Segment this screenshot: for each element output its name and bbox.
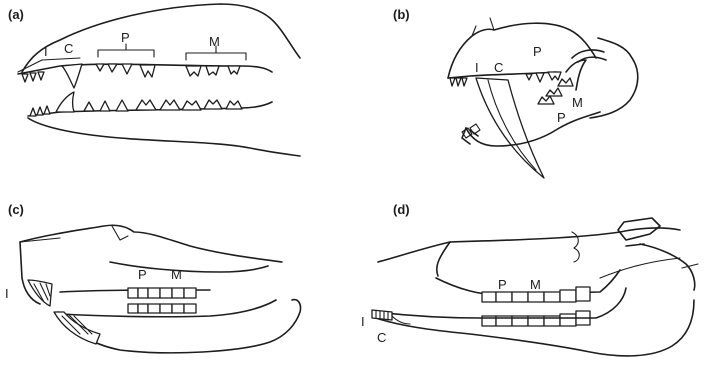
panel-b-molar — [558, 78, 573, 86]
panel-c-lower-molar — [148, 304, 160, 313]
panel-a-upper-premolar — [108, 64, 117, 72]
panel-b-label: (b) — [393, 7, 410, 22]
panel-c-upper-molar — [160, 288, 172, 298]
panel-a-lower-premolar — [136, 100, 156, 110]
panel-d-upper-molar — [544, 292, 560, 302]
panel-b-upper-carnassial — [548, 72, 561, 80]
panel-d-upper-premolar — [512, 292, 528, 302]
panel-c-upper-teeth — [128, 288, 196, 298]
panel-b-lower-premolar-label: P — [557, 110, 566, 125]
panel-d-label: (d) — [393, 202, 410, 217]
panel-d: (d) — [361, 202, 698, 356]
panel-a-lower-incisor — [44, 106, 50, 114]
panel-c-incisor-label: I — [5, 286, 9, 301]
panel-d-upper-molar — [560, 290, 576, 302]
panel-b-molar — [546, 88, 562, 96]
panel-a-lower-premolar — [84, 102, 94, 111]
panel-a-lower-premolar — [116, 100, 128, 111]
panel-b-cranium-outline — [448, 23, 596, 78]
panel-a-lower-molar — [204, 100, 222, 109]
panel-a-mandible-outline — [28, 118, 300, 156]
panel-a-upper-premolar — [96, 64, 104, 71]
panel-b-zygomatic-arch — [572, 50, 606, 62]
panel-c-lower-incisor — [54, 312, 100, 344]
panel-c-upper-molar — [148, 288, 160, 298]
panel-a: (a) — [8, 4, 300, 156]
panel-d-incisors — [372, 310, 392, 320]
panel-a-upper-molar — [228, 66, 240, 74]
panel-b-lower-teeth — [538, 78, 573, 104]
panel-b-upper-incisor — [450, 78, 455, 86]
panel-c: (c) — [5, 202, 301, 353]
panel-d-molar-label: M — [530, 277, 541, 292]
panel-d-orbit — [618, 218, 660, 246]
panel-c-upper-premolar — [138, 288, 148, 298]
panel-a-molar-label: M — [209, 34, 220, 49]
panel-a-premolar-label: P — [121, 30, 130, 45]
panel-a-lower-molar — [160, 100, 180, 110]
panel-a-lower-premolar — [100, 101, 110, 111]
panel-c-lower-teeth — [128, 304, 196, 313]
panel-a-label: (a) — [8, 7, 24, 22]
panel-a-canine-label: C — [64, 41, 73, 56]
panel-c-lower-molar — [160, 304, 172, 313]
panel-c-lower-premolar — [128, 304, 138, 313]
panel-c-zygomatic-arch — [110, 262, 268, 272]
panel-c-nasal-line — [20, 226, 128, 242]
panel-a-upper-premolar — [122, 64, 132, 74]
panel-a-upper-molar — [186, 66, 201, 76]
panel-d-nasal-outline — [378, 242, 450, 276]
panel-c-lower-premolar — [138, 304, 148, 313]
panel-a-cranium-outline — [22, 4, 300, 72]
panel-d-upper-premolar — [496, 292, 512, 302]
panel-c-cranium-outline — [20, 225, 282, 262]
panel-b-canine-label: C — [494, 60, 503, 75]
panel-c-premolar-label: P — [138, 267, 147, 282]
panel-a-lower-teeth — [30, 92, 242, 116]
panel-a-lower-canine — [56, 92, 74, 112]
panel-d-upper-jaw-line — [436, 270, 620, 294]
panel-c-molar-label: M — [171, 267, 182, 282]
panel-b-mandible-outline — [466, 112, 600, 146]
panel-a-upper-canine — [62, 64, 82, 88]
panel-a-incisor-label: I — [44, 44, 48, 59]
panel-a-lower-incisor — [37, 107, 43, 115]
panel-b: (b) I C P M P — [393, 7, 638, 178]
panel-b-sabre-canine — [476, 78, 544, 178]
panel-b-upper-premolar — [526, 74, 532, 80]
panel-c-lower-molar — [172, 304, 184, 313]
panel-d-mandible-outline — [376, 300, 694, 356]
panel-b-upper-incisor — [456, 78, 461, 86]
panel-a-lower-molar — [226, 101, 242, 109]
panel-a-premolar-bracket — [98, 44, 154, 57]
panel-c-lower-molar — [184, 304, 196, 313]
panel-a-upper-incisor — [30, 73, 36, 81]
panel-a-upper-carnassial — [140, 65, 155, 77]
panel-a-upper-incisor — [38, 72, 44, 80]
panel-d-upper-molar — [576, 287, 590, 301]
panel-d-premolar-label: P — [498, 277, 507, 292]
panel-a-upper-incisor — [22, 74, 28, 82]
panel-b-lower-premolar — [538, 96, 554, 104]
panel-a-lower-incisor — [30, 108, 36, 116]
panel-c-label: (c) — [8, 202, 24, 217]
panel-a-upper-molar — [206, 66, 219, 75]
panel-d-lower-molar — [560, 314, 576, 326]
panel-d-upper-molar — [528, 292, 544, 302]
panel-b-incisor-label: I — [475, 60, 479, 75]
panel-b-molar-label: M — [572, 95, 583, 110]
panel-d-upper-premolar — [482, 292, 496, 302]
panel-b-upper-premolar-label: P — [533, 44, 542, 59]
panel-c-upper-molar — [184, 288, 196, 298]
panel-c-upper-molar — [172, 288, 184, 298]
panel-a-lower-molar — [182, 101, 201, 110]
panel-b-upper-premolar — [536, 73, 544, 82]
panel-d-incisor-label: I — [361, 314, 365, 329]
panel-c-upper-premolar — [128, 288, 138, 298]
panel-d-canine-label: C — [377, 330, 386, 345]
panel-b-upper-incisor — [462, 78, 467, 86]
